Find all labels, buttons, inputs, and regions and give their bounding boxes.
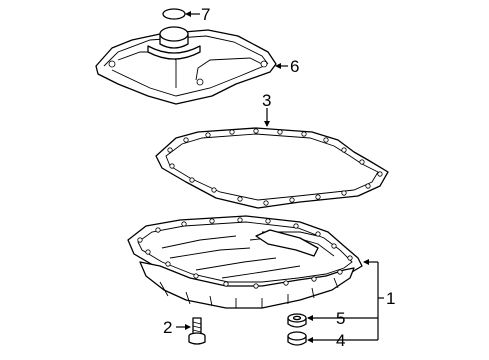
- magnet-lower-part: [287, 331, 307, 346]
- o-ring-part: [162, 8, 186, 20]
- drain-plug-part: [188, 317, 206, 345]
- callout-4: 4: [336, 331, 345, 350]
- leader-lines: [176, 11, 384, 343]
- callout-2: 2: [163, 318, 172, 337]
- gasket-bolt-holes: [167, 128, 383, 206]
- callout-6: 6: [290, 57, 299, 76]
- pan-gasket-part: [155, 127, 389, 209]
- callout-7: 7: [201, 5, 210, 24]
- callout-5: 5: [336, 309, 345, 328]
- callout-3: 3: [262, 91, 271, 110]
- callout-1: 1: [386, 289, 395, 308]
- pan-bolt-holes: [137, 217, 353, 289]
- oil-pan-part: [127, 215, 363, 309]
- magnet-upper-part: [287, 313, 307, 328]
- oil-strainer-part: [95, 26, 277, 105]
